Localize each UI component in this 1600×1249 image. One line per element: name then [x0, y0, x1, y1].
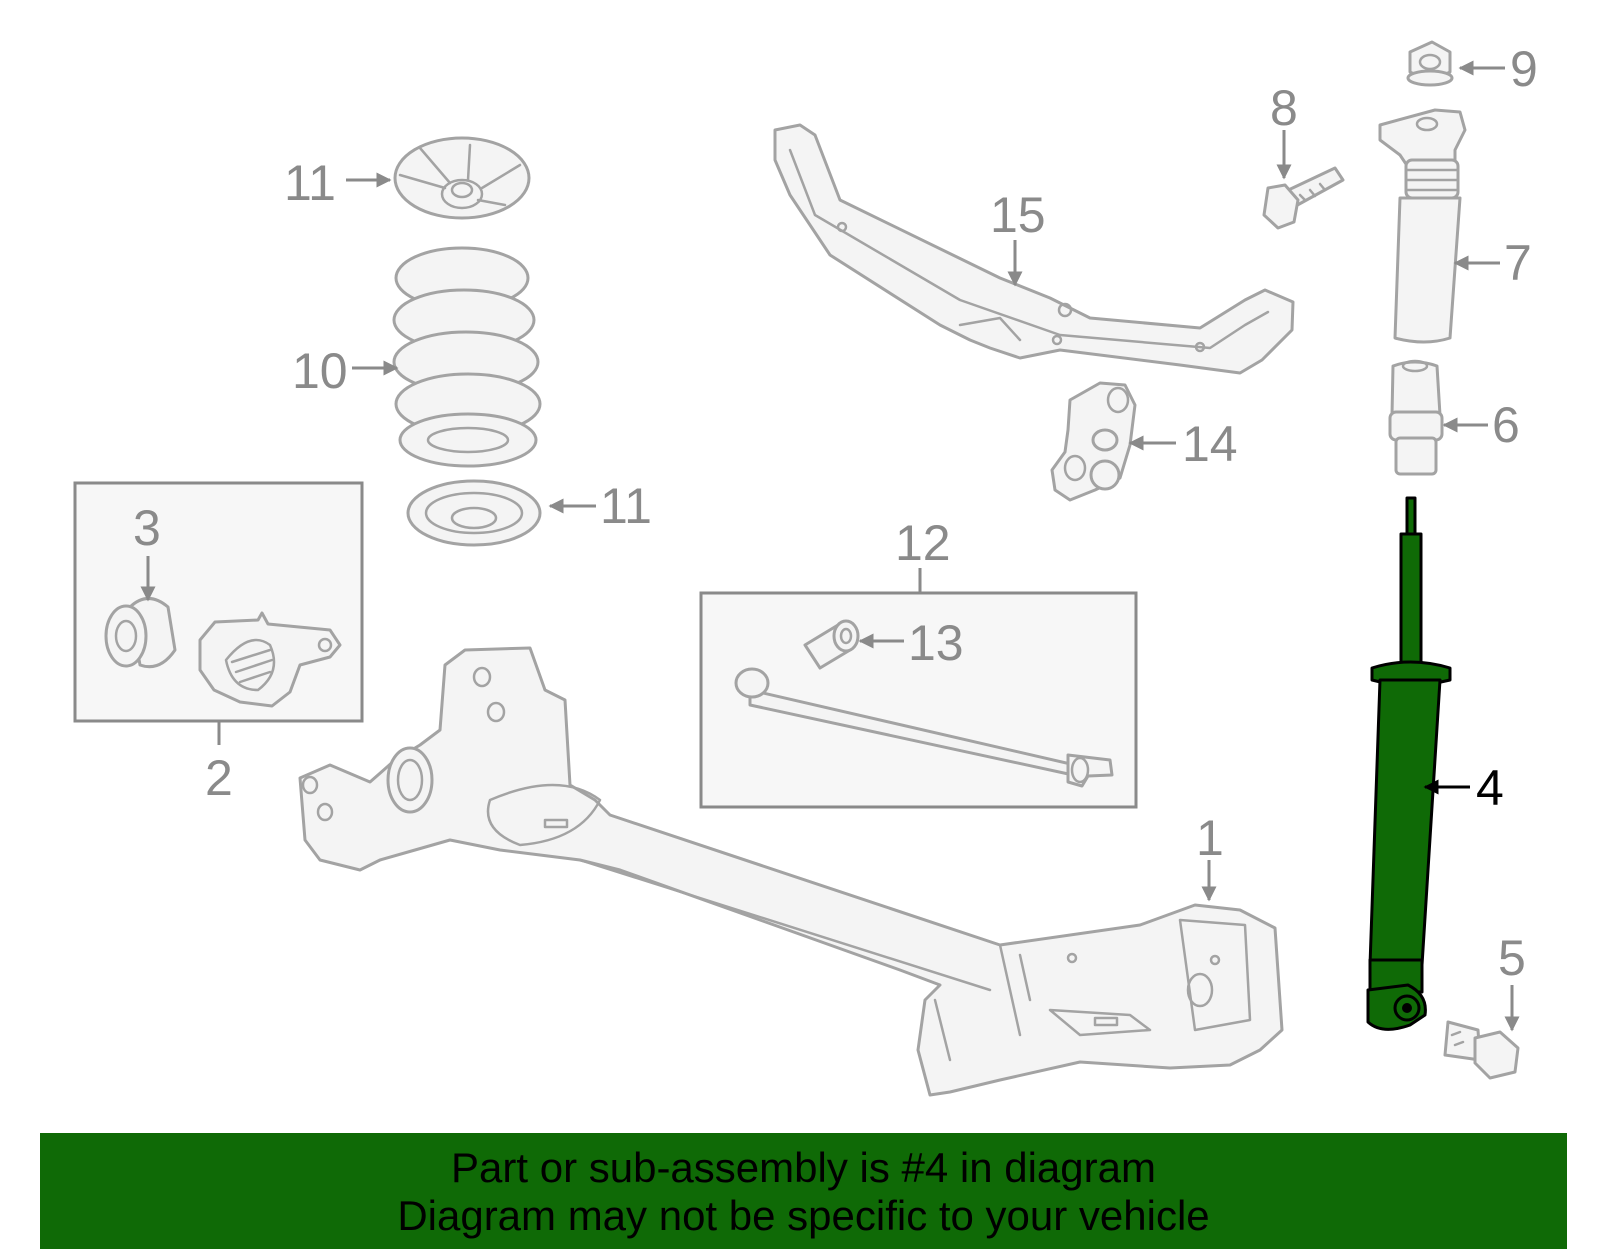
callout-10: 10: [292, 343, 348, 399]
part-8-bolt[interactable]: [1262, 166, 1345, 230]
part-2-bracket[interactable]: [198, 611, 342, 708]
part-14-bracket[interactable]: [1050, 381, 1137, 502]
part-10-coil-spring[interactable]: [392, 246, 542, 468]
callout-7: 7: [1504, 235, 1532, 291]
notice-line-1: Part or sub-assembly is #4 in diagram: [451, 1144, 1156, 1191]
part-5-bolt[interactable]: [1443, 1020, 1520, 1080]
part-13-bushing[interactable]: [803, 619, 860, 670]
notice-banner: Part or sub-assembly is #4 in diagram Di…: [40, 1133, 1567, 1249]
part-12-track-bar[interactable]: [734, 667, 1114, 788]
callout-4: 4: [1476, 760, 1504, 816]
part-1-rear-axle[interactable]: [298, 646, 1284, 1097]
part-4-shock-absorber[interactable]: [1366, 496, 1452, 1031]
part-15-crossmember[interactable]: [773, 123, 1295, 375]
callout-9: 9: [1510, 41, 1538, 97]
part-7-dust-cover[interactable]: [1378, 108, 1467, 344]
callout-2: 2: [205, 750, 233, 806]
part-11-lower-insulator[interactable]: [406, 479, 542, 547]
callout-12: 12: [895, 515, 951, 571]
part-6-bump-stop[interactable]: [1388, 359, 1444, 476]
callout-6: 6: [1492, 397, 1520, 453]
callout-5: 5: [1498, 930, 1526, 986]
callout-14: 14: [1182, 416, 1238, 472]
part-11-upper-seat[interactable]: [393, 136, 531, 220]
callout-1: 1: [1196, 810, 1224, 866]
callout-15: 15: [990, 187, 1046, 243]
callout-13: 13: [908, 615, 964, 671]
callout-11-top: 11: [284, 155, 336, 211]
callout-11-bottom: 11: [600, 478, 652, 534]
part-3-bushing[interactable]: [104, 597, 177, 669]
notice-line-2: Diagram may not be specific to your vehi…: [397, 1192, 1210, 1239]
callout-3: 3: [133, 500, 161, 556]
part-9-nut[interactable]: [1406, 40, 1454, 87]
callout-8: 8: [1270, 80, 1298, 136]
